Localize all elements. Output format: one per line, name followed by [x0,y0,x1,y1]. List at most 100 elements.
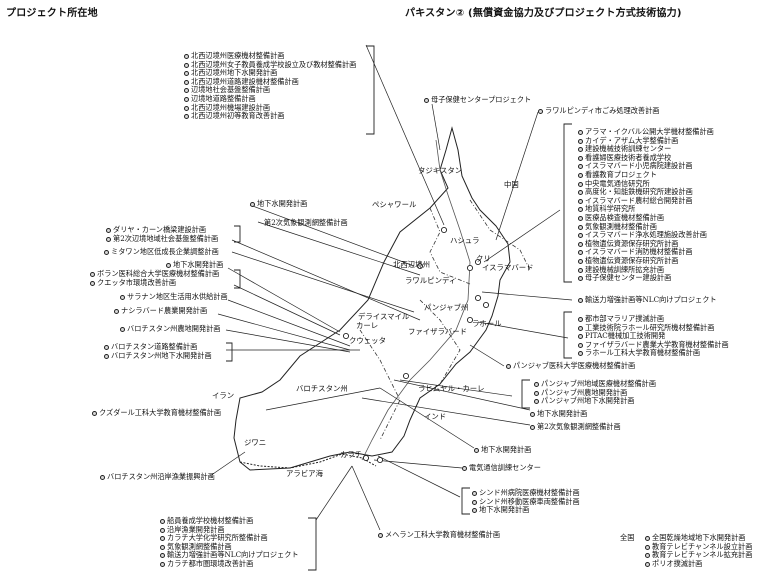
province-border-nwfp [429,207,471,285]
project-item: 辺境地社会基盤整備計画 [184,86,356,95]
project-nationwide-label: 全国 [620,533,635,542]
project-marker-icon [184,79,189,85]
coastline [239,453,377,469]
project-item: PITAC機械加工技術開発 [578,331,729,341]
project-weather-radar: 第2次気象観測網整備計画 [264,218,348,227]
project-marker-icon [534,399,539,405]
bracket-nwfp [366,45,375,135]
project-marker-icon [578,172,583,178]
project-marker-icon [578,276,583,282]
project-marker-icon [160,544,165,550]
page-title-right: パキスタン② (無償資金協力及びプロジェクト方式技術協力) [405,8,682,19]
project-group-baluch-road: バロチスタン道路整備計画バロチスタン州地下水開発計画 [104,342,212,361]
project-marker-icon [90,280,95,286]
project-item: カイデ・アザム大学整備計画 [578,136,714,146]
project-item: 植物遺伝資源保存研究所計画 [578,256,714,266]
province-border-punjab [419,299,461,385]
project-item: 沿岸漁業開発計画 [160,525,299,535]
project-item: 中央電気通信研究所 [578,179,714,189]
label-nw-frontier: 北西辺境州 [393,260,430,269]
label-quetta: クウェッタ [349,336,386,345]
project-item: 気象観測網整備計画 [160,542,299,552]
project-marker-icon [184,71,189,77]
label-faisalabad: ファイザラバード [408,327,468,336]
project-item: カラチ大学化学研究所整備計画 [160,533,299,543]
project-nasirabad: ナシラバード農業開発計画 [114,306,207,316]
label-peshawar: ペシャワール [372,200,417,209]
project-item: ラホール工科大学教育機材整備計画 [578,349,729,358]
bracket-lahore [563,311,572,359]
project-item: 医療品検査機材整備計画 [578,213,714,223]
project-item: 北西辺境州女子教員養成学校設立及び教材整備計画 [184,60,356,70]
project-item: 教育テレビチャンネル設立計画 [645,542,752,552]
project-marker-icon [106,228,111,233]
bracket-punjab [521,379,530,409]
project-marker-icon [578,342,583,348]
project-item: 北西辺境州初等教育改善計画 [184,111,356,121]
project-item: 北西辺境州地下水開発計画 [184,68,356,78]
project-item: 輸送力増強計画等NLC向けプロジェクト [160,551,299,560]
project-item: 第2次辺境地域社会基盤整備計画 [106,234,218,244]
project-marker-icon [578,190,583,196]
bracket-baluchroad [226,342,233,362]
project-marker-icon [160,553,165,559]
project-item: クエッタ市環境改善計画 [90,278,219,288]
project-group-sindh: シンド州病院医療機材整備計画シンド州移動医療車両整備計画地下水開発計画 [472,488,580,515]
bracket-karachi [308,517,317,571]
project-rawalpindi-waste: ラワルピンディ市ごみ処理改善計画 [538,106,660,116]
project-baluch-fish: バロチスタン州沿岸漁業振興計画 [100,472,215,482]
project-marker-icon [160,527,165,533]
project-telecom: 電気通信訓練センター [462,463,541,473]
project-marker-icon [578,325,583,331]
project-item: ファイザラバード農業大学教育機材整備計画 [578,340,729,350]
project-item: バロチスタン道路整備計画 [104,342,212,352]
project-group-nwfp: 北西辺境州医療機材整備計画北西辺境州女子教員養成学校設立及び教材整備計画北西辺境… [184,51,356,121]
project-item: 教育テレビチャンネル拡充計画 [645,550,752,560]
project-marker-icon [184,62,189,68]
project-marker-icon [90,272,95,277]
project-transport-nlc: 輸送力増強計画等NLC向けプロジェクト [578,295,717,305]
project-marker-icon [578,250,583,256]
project-marker-icon [578,258,583,264]
project-item: イスラマバード農村総合開発計画 [578,196,714,206]
project-item: ダリヤ・カーン橋梁建設計画 [106,225,218,235]
project-marker-icon [578,147,583,153]
project-item: ボラン医科総合大学医療機材整備計画 [90,269,219,279]
label-rahim-yar-khan: ラヒムヤル・カーレ [418,384,485,393]
project-marker-icon [578,351,583,357]
project-item: イスラマバード小児病院建設計画 [578,162,714,171]
project-marker-icon [578,207,583,213]
province-border-balochistan [359,329,401,441]
project-item: 建設機械技術訓練センター [578,144,714,154]
project-marker-icon [578,198,583,204]
project-marker-icon [578,164,583,170]
project-item: シンド州病院医療機材整備計画 [472,488,580,498]
project-gw-dev3: 地下水開発計画 [530,409,587,419]
label-karez: カーレ [356,321,379,330]
project-item: 植物遺伝資源保存研究所計画 [578,239,714,249]
project-item: シンド州移動医療車両整備計画 [472,497,580,507]
project-mehran: メヘラン工科大学教育機材整備計画 [378,530,500,540]
project-item: 工業技術院ラホール研究所機材整備計画 [578,323,729,333]
project-item: 北西辺境州道路建設機材整備計画 [184,77,356,87]
label-kuri: クリ [476,254,491,263]
project-marker-icon [472,499,477,505]
project-item: 北西辺境州機場建設計画 [184,103,356,113]
project-item: 母子保健センター建設計画 [578,273,714,283]
project-group-islamabad: アラマ・イクバル公開大学機材整備計画カイデ・アザム大学整備計画建設機械技術訓練セ… [578,127,714,283]
project-item: パンジャブ州農地開発計画 [534,388,656,398]
label-islamabad: イスラマバード [482,263,534,272]
project-item: カラチ都市圏環境改善計画 [160,559,299,569]
project-item: 都市部マラリア撲滅計画 [578,314,729,324]
project-marker-icon [160,561,165,567]
project-marker-icon [645,536,650,541]
project-marker-icon [578,215,583,221]
project-item: 気象観測機材整備計画 [578,222,714,232]
project-marker-icon [106,236,111,242]
project-item: 看護婦医療技術者養成学校 [578,153,714,163]
project-baluch-farm: バロチスタン州農地開発計画 [120,324,220,334]
project-item: バロチスタン州地下水開発計画 [104,351,212,361]
bracket-bridge [234,225,241,243]
project-marker-icon [578,233,583,239]
